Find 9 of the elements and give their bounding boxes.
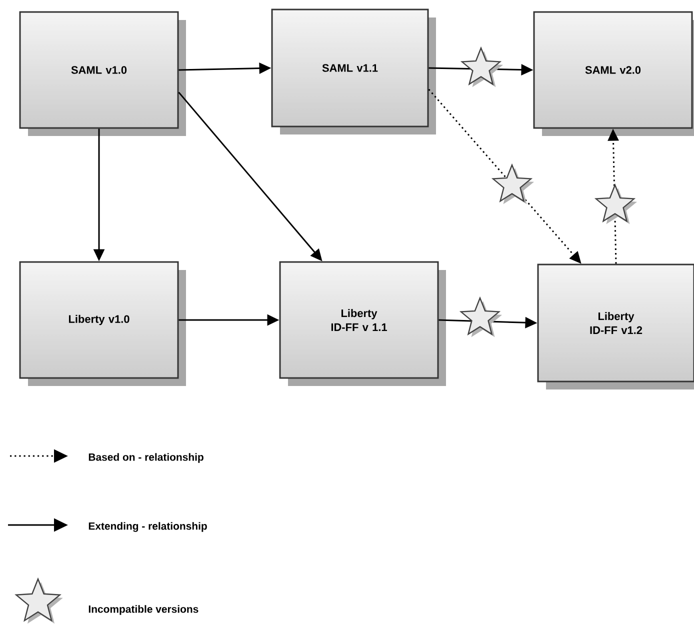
version-box: Liberty ID-FF v 1.1 [279,261,446,386]
version-box: Liberty ID-FF v1.2 [537,264,694,390]
version-box: SAML v1.0 [19,11,186,136]
version-box: SAML v2.0 [533,11,694,136]
version-box: SAML v1.1 [271,8,436,134]
version-box: Liberty v1.0 [19,261,186,386]
legend-text: Extending - relationship [88,522,207,532]
legend-text: Incompatible versions [88,605,198,615]
legend-text: Based on - relationship [88,453,204,463]
